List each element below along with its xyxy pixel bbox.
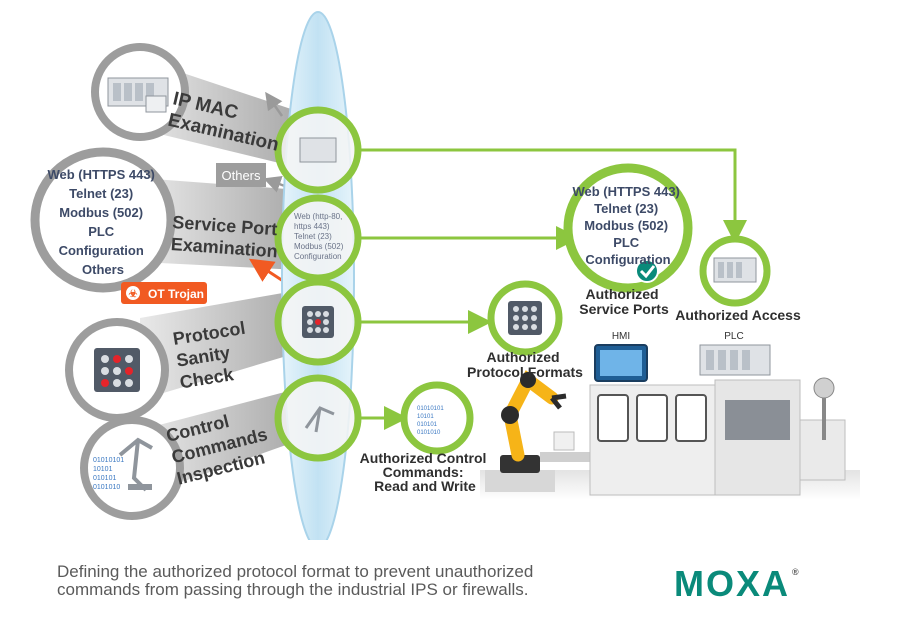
left-service-list: Web (HTTPS 443) Telnet (23) Modbus (502)… [47,167,158,277]
auth-service-line-2: Telnet (23) [594,201,658,216]
auth-protocol-label-1: Authorized [487,349,560,365]
auth-service-line-4: PLC [613,235,640,250]
code-left-1: 01010101 [93,457,124,464]
lens-node-service [274,194,362,282]
control-code-left: 01010101 10101 010101 0101010 [93,457,126,491]
lens-service-list: Web (http-80, https 443) Telnet (23) Mod… [294,212,346,261]
lens-service-line-1: Web (http-80, [294,212,342,221]
others-tag: Others [216,163,266,187]
code-right-3: 010101 [417,422,438,428]
code-right-4: 0101010 [417,430,441,436]
lens-node-control [274,374,362,462]
lens-service-line-3: Telnet (23) [294,232,332,241]
service-port-beam [140,178,300,270]
auth-service-label-2: Service Ports [579,301,669,317]
authorized-protocol-circle [487,280,563,356]
ips-diagram: Others ☣ OT Trojan IP MAC Examination Se… [30,11,860,549]
authorized-protocol-label: Authorized Protocol Formats [467,349,583,380]
left-service-line-1: Web (HTTPS 443) [47,167,154,182]
plc-machine [699,344,846,496]
moxa-logo: MOXA® [674,563,801,605]
protocol-circle [65,318,169,422]
code-right-2: 10101 [417,414,434,420]
gray-arrow-up [265,91,284,117]
auth-service-line-3: Modbus (502) [584,218,668,233]
others-tag-text: Others [221,168,261,183]
ot-trojan-text: OT Trojan [148,287,204,301]
code-left-3: 010101 [93,475,116,482]
ip-mac-circle [91,43,189,141]
left-service-line-2: Telnet (23) [69,186,133,201]
authorized-service-list: Web (HTTPS 443) Telnet (23) Modbus (502)… [572,184,683,267]
robot-arm [485,370,575,492]
diagram-stage: Others ☣ OT Trojan IP MAC Examination Se… [30,11,860,549]
lens-node-protocol [274,278,362,366]
auth-service-label-1: Authorized [586,286,659,302]
svg-text:☣: ☣ [129,289,138,300]
auth-control-label-3: Read and Write [374,478,476,494]
control-commands-label: Control Commands Inspection [164,402,279,489]
hmi-machine [589,344,716,496]
code-right-1: 01010101 [417,406,444,412]
plc-label: PLC [724,331,743,342]
authorized-service-circle [563,163,693,293]
caption: Defining the authorized protocol format … [57,563,533,599]
left-service-line-5: Configuration [59,243,144,258]
lens-service-line-4: Modbus (502) [294,242,344,251]
footer [0,540,900,629]
service-port-list-circle [30,147,176,293]
lens-service-line-5: Configuration [294,252,342,261]
auth-protocol-label-2: Protocol Formats [467,364,583,380]
left-service-line-3: Modbus (502) [59,205,143,220]
authorized-access-circle [699,235,771,307]
auth-control-label-2: Commands: [383,464,464,480]
biohazard-icon [126,286,140,300]
authorized-control-label: Authorized Control Commands: Read and Wr… [360,450,491,494]
ot-trojan-tag: ☣ OT Trojan [121,282,207,304]
code-left-4: 0101010 [93,484,120,491]
authorized-access-label: Authorized Access [675,307,801,323]
lens-node-ip-mac [274,106,362,194]
left-service-line-4: PLC [88,224,115,239]
lens-service-line-2: https 443) [294,222,330,231]
auth-service-line-5: Configuration [585,252,670,267]
control-code-right: 01010101 10101 010101 0101010 [417,406,445,436]
left-service-line-6: Others [82,262,124,277]
authorized-service-label: Authorized Service Ports [579,286,669,317]
caption-line-1: Defining the authorized protocol format … [57,562,534,581]
protocol-beam [140,290,300,400]
flow-line-ip-mac [358,148,747,244]
code-left-2: 10101 [93,466,113,473]
moxa-brand: MOXA [674,563,790,604]
authorized-control-circle [400,381,474,455]
auth-control-label-1: Authorized Control [360,450,487,466]
trademark-symbol: ® [792,567,801,577]
hmi-label: HMI [612,331,630,342]
control-circle [80,416,184,520]
caption-line-2: commands from passing through the indust… [57,580,529,599]
auth-service-line-1: Web (HTTPS 443) [572,184,679,199]
